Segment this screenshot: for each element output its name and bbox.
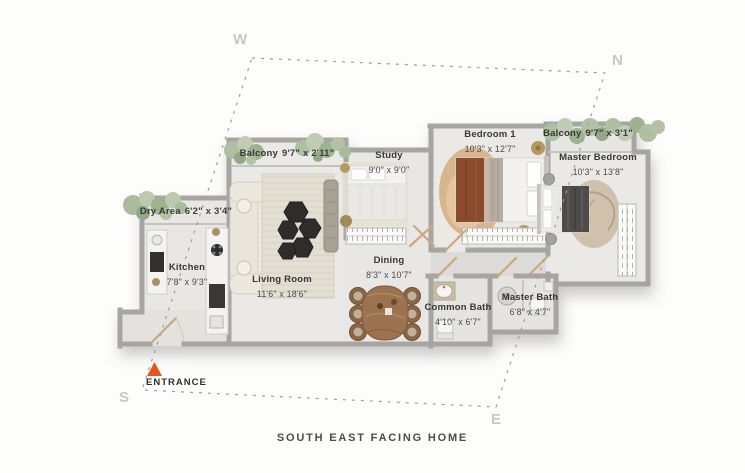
study-bed-icon (340, 162, 408, 227)
greenery-icon (123, 117, 665, 220)
coffee-table-icon (277, 201, 322, 260)
console-bench-icon (323, 179, 339, 253)
master-bath-fixtures-icon (497, 280, 554, 316)
dining-table-icon (361, 285, 409, 341)
bedroom1-bed-icon (439, 141, 549, 239)
door-arc-icon (175, 229, 469, 343)
door-swing-icon (150, 224, 550, 344)
compass-east-label: E (491, 411, 502, 428)
compass-north-label: N (612, 52, 624, 69)
entrance-marker-icon (147, 362, 162, 376)
common-bath-fixtures-icon (432, 281, 456, 340)
living-rug-icon (261, 173, 335, 299)
master-wardrobe-icon (617, 203, 637, 277)
compass-dashed-line (141, 57, 606, 408)
page-title: SOUTH EAST FACING HOME (276, 432, 469, 444)
bedroom1-wardrobe-icon (461, 227, 547, 245)
compass-south-label: S (119, 389, 130, 406)
master-bed-icon (537, 173, 590, 245)
kitchen-counter-icon (146, 227, 229, 335)
study-wardrobe-icon (345, 227, 407, 245)
dividers (144, 151, 632, 225)
entrance-label: ENTRANCE (146, 377, 207, 388)
compass-west-label: W (233, 31, 248, 48)
